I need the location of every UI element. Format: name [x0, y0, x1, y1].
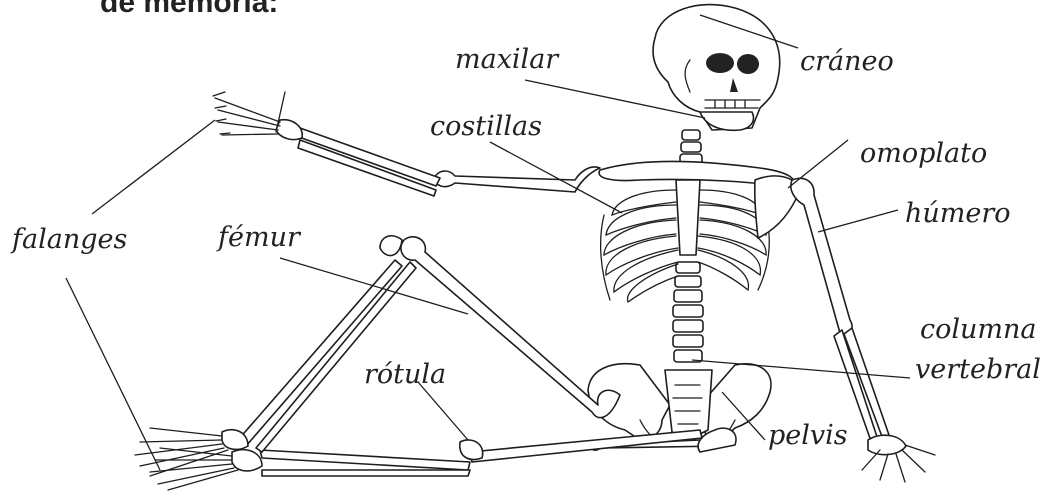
label-columna-line1: columna — [920, 314, 1037, 345]
labels: cráneo maxilar costillas omoplato húmero… — [10, 44, 1041, 451]
leader-falanges-top — [92, 120, 215, 214]
label-rotula: rótula — [364, 359, 446, 390]
leader-rotula — [418, 382, 468, 440]
left-arm — [213, 92, 600, 196]
leader-columna — [692, 360, 910, 378]
leader-omoplato — [788, 140, 848, 188]
leader-humero — [818, 210, 898, 232]
instruction-header: de memoria: — [0, 0, 560, 18]
label-craneo: cráneo — [800, 46, 894, 77]
label-femur: fémur — [216, 222, 302, 253]
leader-falanges-bottom — [66, 278, 160, 470]
leader-lines — [66, 15, 910, 470]
label-columna-line2: vertebral — [915, 354, 1041, 385]
label-costillas: costillas — [430, 111, 542, 142]
label-falanges: falanges — [10, 224, 127, 255]
left-leg — [135, 236, 620, 476]
label-pelvis: pelvis — [768, 420, 848, 451]
label-humero: húmero — [905, 198, 1011, 229]
header-text: de memoria: — [100, 0, 278, 18]
label-maxilar: maxilar — [455, 44, 560, 75]
label-omoplato: omoplato — [860, 138, 987, 169]
